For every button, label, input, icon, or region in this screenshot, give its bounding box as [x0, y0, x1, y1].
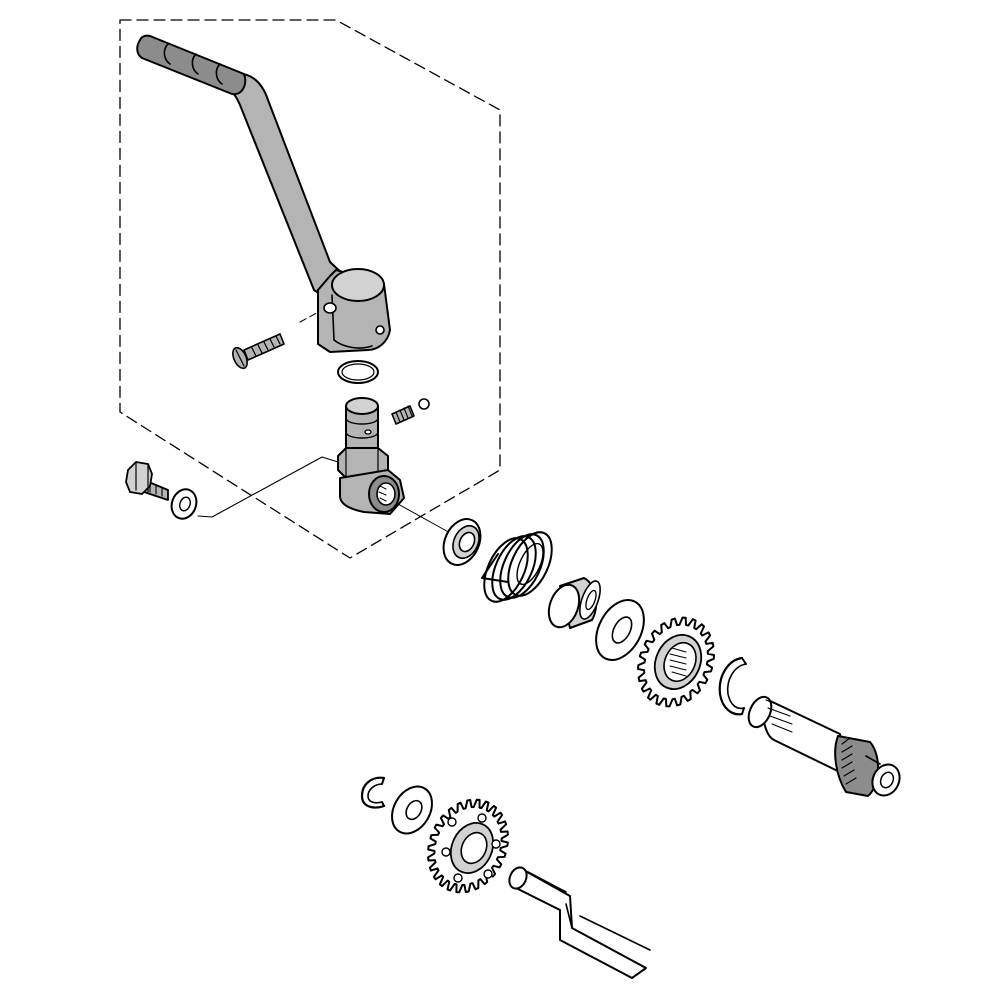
gear-icon	[427, 798, 509, 894]
circlip-icon	[360, 776, 386, 809]
kick-pivot-shaft-icon	[337, 397, 405, 515]
circlip-icon	[718, 656, 747, 716]
washer-icon	[170, 488, 198, 520]
ball-icon	[418, 398, 430, 410]
shaft-icon	[508, 866, 651, 979]
bushing-icon	[547, 577, 601, 629]
washer-icon	[391, 785, 433, 835]
gear-icon	[637, 616, 715, 708]
torsion-spring-icon	[481, 531, 553, 603]
oil-seal-icon	[442, 518, 482, 566]
leader-line	[197, 456, 339, 518]
o-ring-icon	[337, 360, 379, 384]
assembly-group-outline	[119, 19, 501, 559]
kick-start-lever-icon	[136, 34, 391, 353]
hex-bolt-icon	[125, 461, 169, 501]
splined-shaft-icon	[747, 695, 901, 797]
countersunk-screw-icon	[232, 333, 285, 370]
washer-icon	[595, 599, 645, 661]
spring-icon	[391, 405, 415, 425]
